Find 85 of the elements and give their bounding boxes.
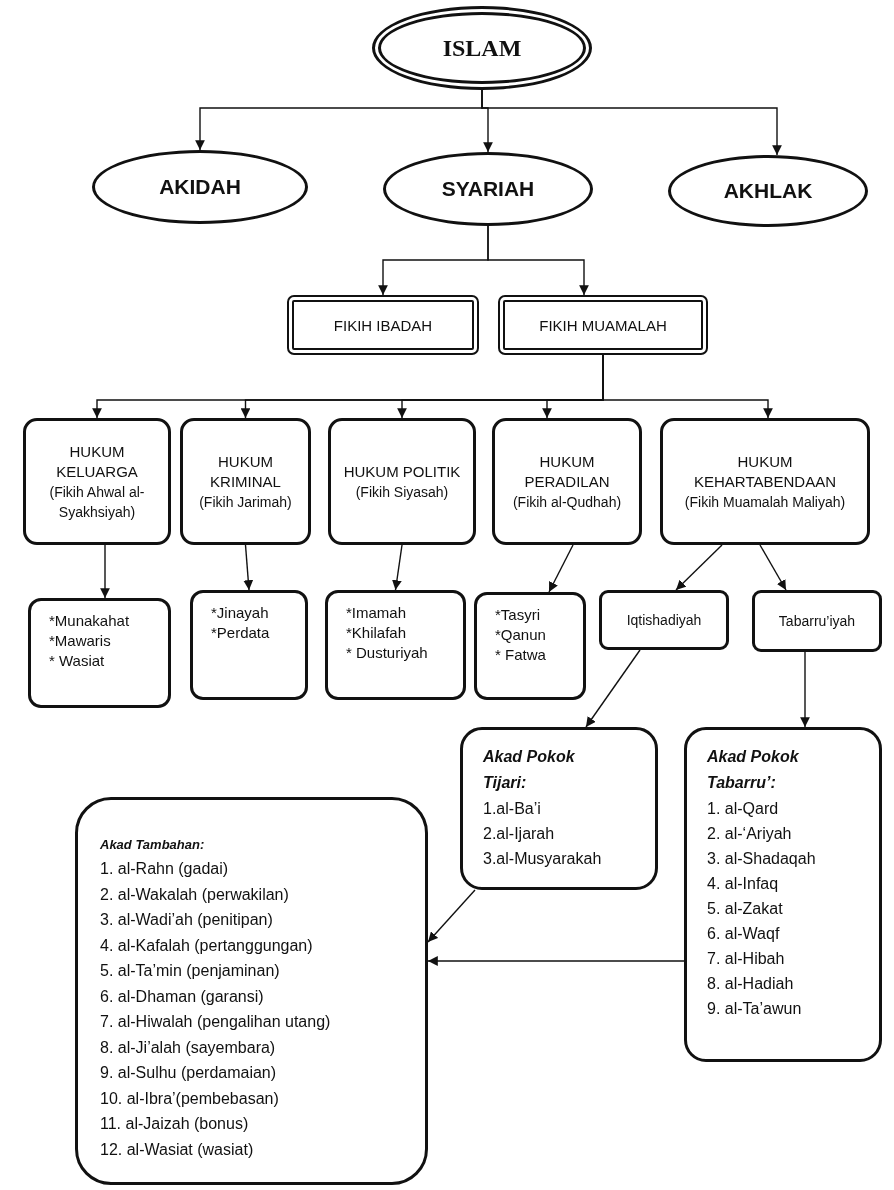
list-item: 7. al-Hiwalah (pengalihan utang) (100, 1012, 331, 1032)
node-label: (Fikih al-Qudhah) (511, 492, 623, 512)
list-item: *Imamah (346, 603, 407, 623)
list-item: 8. al-Ji’alah (sayembara) (100, 1037, 276, 1058)
list-item: 3.al-Musyarakah (483, 849, 602, 869)
heading-text: Akad Tambahan: (100, 836, 205, 854)
fikih-box (287, 295, 479, 355)
category-box (660, 418, 870, 545)
node-label: ISLAM (442, 34, 522, 62)
list-item: *Qanun (495, 625, 546, 645)
category-box (752, 590, 882, 652)
list-item: 2. al-Wakalah (perwakilan) (100, 884, 289, 905)
list-item: 9. al-Ta’awun (707, 999, 802, 1019)
list-item: *Khilafah (346, 623, 407, 643)
list-item: *Munakahat (49, 611, 130, 631)
heading-text: HUKUM PERADILAN (523, 451, 611, 492)
node-label: (Fikih Siyasah) (354, 482, 450, 502)
list-item: 1. al-Rahn (gadai) (100, 859, 229, 879)
heading-text: HUKUM KEHARTABENDAAN (693, 451, 837, 492)
node-label: (Fikih Jarimah) (198, 492, 293, 512)
list-item: 3. al-Shadaqah (707, 849, 816, 869)
heading-text: HUKUM KELUARGA (55, 441, 139, 482)
list-box (684, 727, 882, 1062)
arrow (800, 651, 810, 728)
list-item: 10. al-Ibra’(pembebasan) (100, 1088, 279, 1109)
list-item: 1. al-Qard (707, 799, 779, 819)
arrow (243, 544, 254, 591)
list-item: 11. al-Jaizah (bonus) (100, 1114, 249, 1134)
list-box (75, 797, 428, 1185)
node-label: (Fikih Muamalah Maliyah) (683, 492, 847, 512)
list-item: 4. al-Infaq (707, 874, 779, 894)
node-label: Tabarru’iyah (778, 613, 856, 629)
list-box (474, 592, 586, 700)
category-box (180, 418, 311, 545)
arrow (100, 544, 110, 599)
fikih-box (498, 295, 708, 355)
list-item: 12. al-Wasiat (wasiat) (100, 1139, 254, 1160)
list-item: 5. al-Zakat (707, 899, 783, 919)
heading-text: Akad Pokok Tabarru’: (707, 747, 800, 793)
list-box (28, 598, 171, 708)
arrow (487, 225, 589, 296)
list-item: *Mawaris (49, 631, 111, 651)
node-label: AKIDAH (159, 175, 241, 199)
heading-text: Akad Pokok Tijari: (483, 747, 576, 793)
category-box (492, 418, 642, 545)
list-box (460, 727, 658, 890)
arrow (585, 649, 641, 728)
arrow (675, 544, 723, 591)
list-item: * Wasiat (49, 651, 105, 671)
list-item: 2. al-‘Ariyah (707, 824, 792, 844)
list-item: * Dusturiyah (346, 643, 428, 663)
list-item: *Perdata (211, 623, 270, 643)
node-label: (Fikih Ahwal al-Syakhsiyah) (48, 482, 146, 522)
list-item: * Fatwa (495, 645, 546, 665)
list-item: 6. al-Waqf (707, 924, 780, 944)
list-item: 1.al-Ba’i (483, 799, 541, 819)
arrow (548, 544, 574, 593)
arrow (427, 889, 476, 943)
node-label: Iqtishadiyah (626, 612, 702, 628)
list-box (190, 590, 308, 700)
list-item: 8. al-Hadiah (707, 974, 794, 994)
category-box (328, 418, 476, 545)
arrow (602, 354, 773, 419)
node-label: FIKIH MUAMALAH (539, 316, 667, 334)
category-box (23, 418, 171, 545)
list-item: 6. al-Dhaman (garansi) (100, 986, 264, 1007)
arrow (759, 544, 787, 591)
list-box (325, 590, 466, 700)
arrow (392, 544, 403, 591)
node-label: AKHLAK (723, 179, 813, 203)
node-label: SYARIAH (441, 177, 535, 201)
list-item: 5. al-Ta’min (penjaminan) (100, 961, 280, 981)
category-box (599, 590, 729, 650)
list-item: 4. al-Kafalah (pertanggungan) (100, 935, 313, 956)
heading-text: HUKUM POLITIK (342, 461, 462, 482)
heading-text: HUKUM KRIMINAL (209, 451, 282, 492)
list-item: 7. al-Hibah (707, 949, 785, 969)
node-label: FIKIH IBADAH (333, 316, 433, 334)
list-item: 2.al-Ijarah (483, 824, 555, 844)
list-item: 9. al-Sulhu (perdamaian) (100, 1063, 277, 1083)
list-item: *Tasyri (495, 605, 540, 625)
list-item: *Jinayah (211, 603, 269, 623)
arrow (481, 89, 782, 156)
arrow (427, 956, 685, 966)
list-item: 3. al-Wadi’ah (penitipan) (100, 910, 273, 930)
